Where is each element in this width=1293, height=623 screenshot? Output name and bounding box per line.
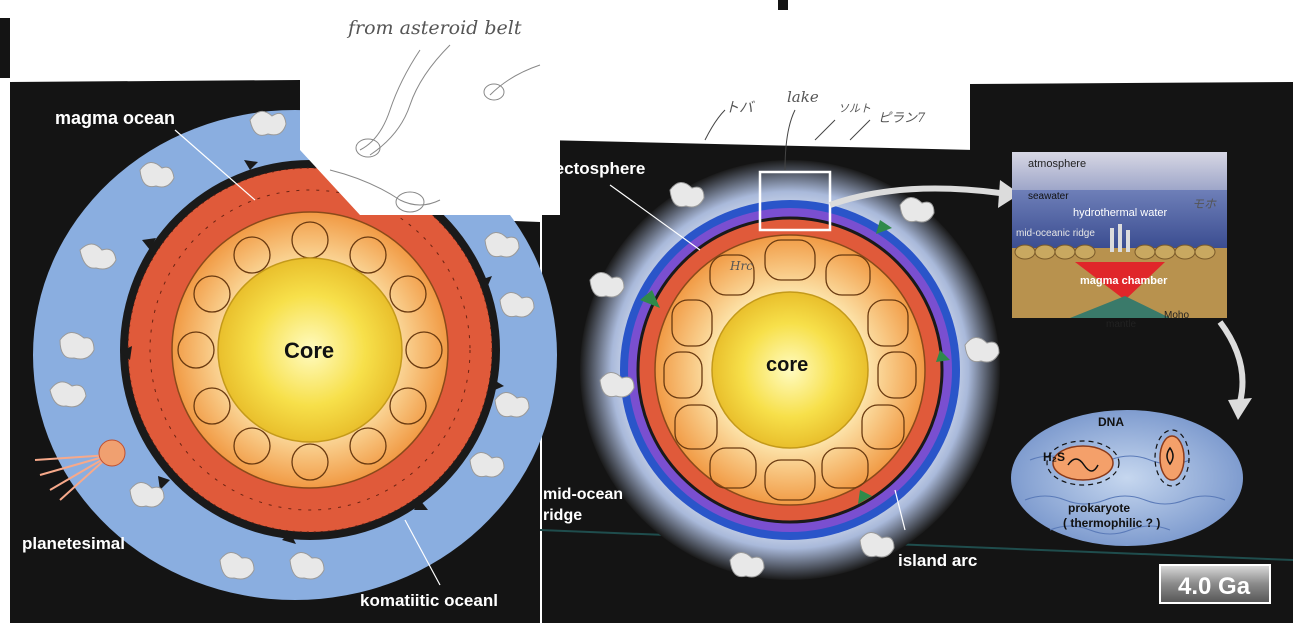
island-arc-label: island arc — [898, 551, 977, 570]
top-mark — [778, 0, 788, 10]
age-badge: 4.0 Ga — [1160, 565, 1270, 603]
hydrothermal-inset: atmosphere seawater hydrothermal water m… — [1012, 152, 1227, 330]
age-label: 4.0 Ga — [1178, 573, 1251, 600]
mid-ocean-ridge-label-line1: mid-ocean — [543, 486, 623, 503]
dna-label: DNA — [1098, 415, 1124, 429]
mantle-label: mantle — [1106, 319, 1136, 330]
magma-chamber-label: magma chamber — [1080, 275, 1168, 287]
handwritten-note-3: ピラン7 — [878, 111, 926, 126]
middle-core-label: core — [766, 354, 808, 376]
prokaryote-bubble: H₂S DNA prokaryote ( thermophilic ? ) — [1011, 410, 1243, 546]
asteroid-note: from asteroid belt — [346, 17, 522, 39]
tectosphere-label: tectosphere — [549, 159, 645, 178]
thermophilic-label: ( thermophilic ? ) — [1063, 516, 1160, 530]
mid-ocean-ridge-label-line2: ridge — [543, 507, 582, 524]
left-edge-strip — [0, 18, 10, 78]
seawater-label: seawater — [1028, 191, 1069, 202]
moho-label: Moho — [1164, 310, 1189, 321]
handwritten-note-2: ソルト — [838, 102, 871, 115]
mid-oceanic-ridge-label: mid-oceanic ridge — [1016, 228, 1095, 239]
lake-note: lake — [787, 88, 819, 106]
planetesimal-label: planetesimal — [22, 534, 125, 553]
hydrothermal-label: hydrothermal water — [1073, 207, 1167, 219]
handwritten-note-5: モホ — [1192, 197, 1217, 211]
handwritten-note-1: トバ — [725, 100, 755, 116]
left-core-label: Core — [284, 338, 334, 363]
prokaryote-cell-2 — [1160, 436, 1184, 480]
prokaryote-label: prokaryote — [1068, 501, 1130, 515]
atmosphere-label: atmosphere — [1028, 158, 1086, 170]
komatiitic-label: komatiitic oceanl — [360, 591, 498, 610]
planetesimal-body — [99, 440, 125, 466]
handwritten-note-4: Hrc — [729, 259, 753, 273]
h2s-label: H₂S — [1043, 450, 1065, 464]
magma-ocean-label: magma ocean — [55, 108, 175, 128]
